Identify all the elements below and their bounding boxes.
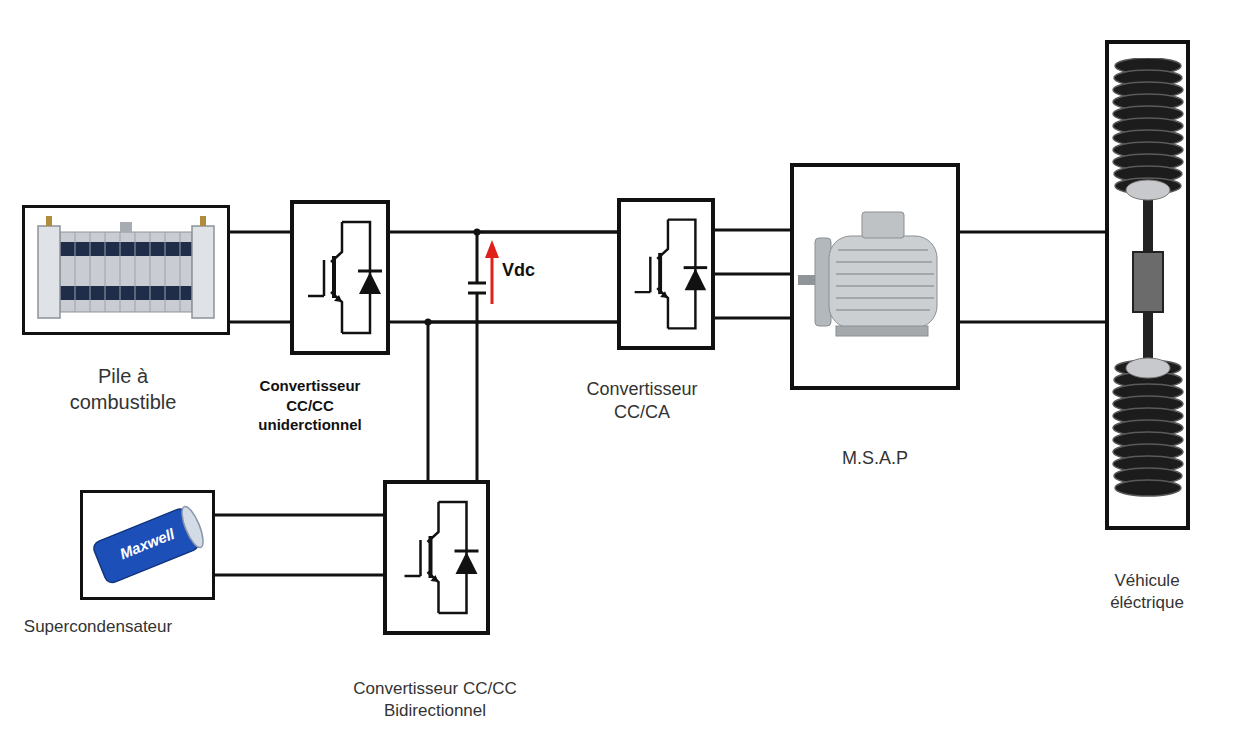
power-wire (428, 232, 617, 480)
component-label: Véhicule éléctrique (1082, 570, 1212, 614)
cell-stack (60, 232, 192, 312)
power-wire (960, 232, 1105, 322)
motor-fins (836, 250, 934, 310)
power-wire (390, 232, 617, 322)
wheel-rim (1126, 180, 1170, 200)
motor-feet (836, 326, 928, 336)
component-label: Convertisseur CC/CC uniderctionnel (240, 376, 380, 435)
cell-cap (178, 504, 207, 550)
igbt-symbol (635, 220, 708, 329)
arrow-shaft (491, 254, 494, 304)
component-label: M.S.A.P (790, 447, 960, 470)
axle-picture (1113, 58, 1183, 496)
cell-port (200, 216, 206, 226)
wheel (1113, 360, 1183, 496)
component-box: Convertisseur CC/CA (617, 198, 715, 350)
cell-band (60, 242, 192, 256)
cell-band (60, 286, 192, 300)
cell-port (120, 222, 132, 232)
component-box: Pile à combustible (22, 205, 230, 335)
fuel-cell-picture (38, 216, 214, 318)
end-plate (38, 226, 60, 318)
component-box: Convertisseur CC/CC uniderctionnel (290, 200, 390, 355)
component-label: Convertisseur CC/CA (562, 378, 722, 425)
terminal-box (862, 212, 904, 238)
voltage-label: Vdc (502, 260, 535, 281)
component-box: Convertisseur CC/CC Bidirectionnel (383, 480, 490, 635)
end-plate (192, 226, 214, 318)
arrow-head (485, 240, 499, 258)
supercapacitor-picture (92, 504, 208, 585)
power-wire (215, 515, 383, 575)
wheel-rim (1126, 358, 1170, 378)
plate-gap (469, 284, 485, 292)
dc-bus-capacitor (425, 229, 487, 326)
cell-port (46, 216, 52, 226)
component-label: Supercondensateur (8, 616, 188, 638)
differential (1133, 252, 1163, 312)
component-box: M.S.A.P (790, 163, 960, 390)
junction-dot (425, 319, 432, 326)
motor-body (829, 236, 937, 328)
igbt-symbol (308, 222, 382, 333)
power-wire (715, 230, 790, 318)
power-wire (230, 232, 290, 322)
wheel (1113, 58, 1183, 194)
motor-picture (798, 212, 937, 336)
cell-plates (75, 232, 180, 312)
igbt-symbol (405, 502, 479, 613)
component-label: Convertisseur CC/CC Bidirectionnel (335, 678, 535, 722)
junction-dot (474, 229, 481, 236)
component-label: Pile à combustible (48, 363, 198, 415)
voltage-arrow (485, 240, 499, 304)
capacitor-plates (468, 283, 486, 293)
component-box: Véhicule éléctrique (1105, 40, 1190, 530)
